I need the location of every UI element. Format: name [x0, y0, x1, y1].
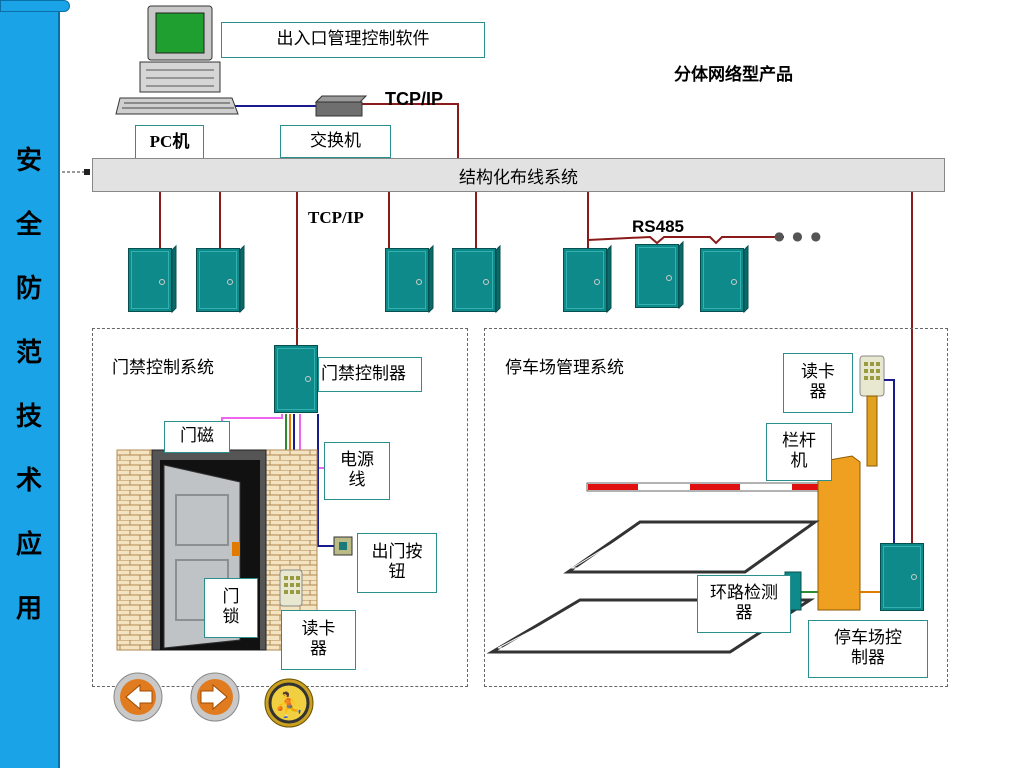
door-card-reader-label: 读卡器 [281, 610, 356, 670]
controller-cabinet [128, 248, 172, 312]
access-control-title: 门禁控制系统 [112, 358, 214, 378]
parking-controller-label: 停车场控制器 [808, 620, 928, 678]
prev-button[interactable] [114, 673, 162, 721]
controller-cabinet [196, 248, 240, 312]
sidebar-scroll-cap [0, 0, 70, 12]
title-char: 范 [15, 338, 42, 368]
vertical-title: 安 全 防 范 技 术 应 用 [0, 140, 58, 652]
software-label: 出入口管理控制软件 [221, 22, 485, 58]
power-line-label: 电源线 [324, 442, 390, 500]
controller-cabinet [635, 244, 679, 308]
title-char: 防 [15, 274, 42, 304]
title-char: 应 [15, 530, 42, 560]
parking-title: 停车场管理系统 [505, 358, 624, 378]
access-controller-cabinet [274, 345, 318, 413]
title-char: 术 [15, 466, 42, 496]
access-controller-label: 门禁控制器 [318, 357, 422, 392]
controller-cabinet [700, 248, 744, 312]
title-char: 全 [15, 210, 42, 240]
exit-button-label: 出门按钮 [357, 533, 437, 593]
exit-button[interactable] [265, 679, 313, 727]
title-char: 用 [15, 594, 42, 624]
controller-cabinet [563, 248, 607, 312]
switch-label: 交换机 [280, 125, 391, 158]
loop-detector-label: 环路检测器 [697, 575, 791, 633]
rs485-label: RS485 [632, 217, 684, 236]
door-magnet-label: 门磁 [164, 421, 230, 453]
parking-controller-cabinet [880, 543, 924, 611]
controller-cabinet [385, 248, 429, 312]
title-char: 安 [15, 146, 42, 176]
structured-cabling-bus: 结构化布线系统 [92, 158, 945, 192]
parking-card-reader-label: 读卡器 [783, 353, 853, 413]
more-ellipsis: ● ● ● [774, 229, 824, 243]
tcpip-label-top: TCP/IP [385, 89, 444, 109]
parking-region [484, 328, 948, 687]
product-type-label: 分体网络型产品 [674, 65, 793, 84]
next-button[interactable] [191, 673, 239, 721]
door-lock-label: 门锁 [204, 578, 258, 638]
barrier-label: 栏杆机 [766, 423, 832, 481]
sidebar [0, 0, 60, 768]
controller-cabinet [452, 248, 496, 312]
tcpip-label-mid: TCP/IP [308, 208, 364, 227]
title-char: 技 [15, 402, 42, 432]
